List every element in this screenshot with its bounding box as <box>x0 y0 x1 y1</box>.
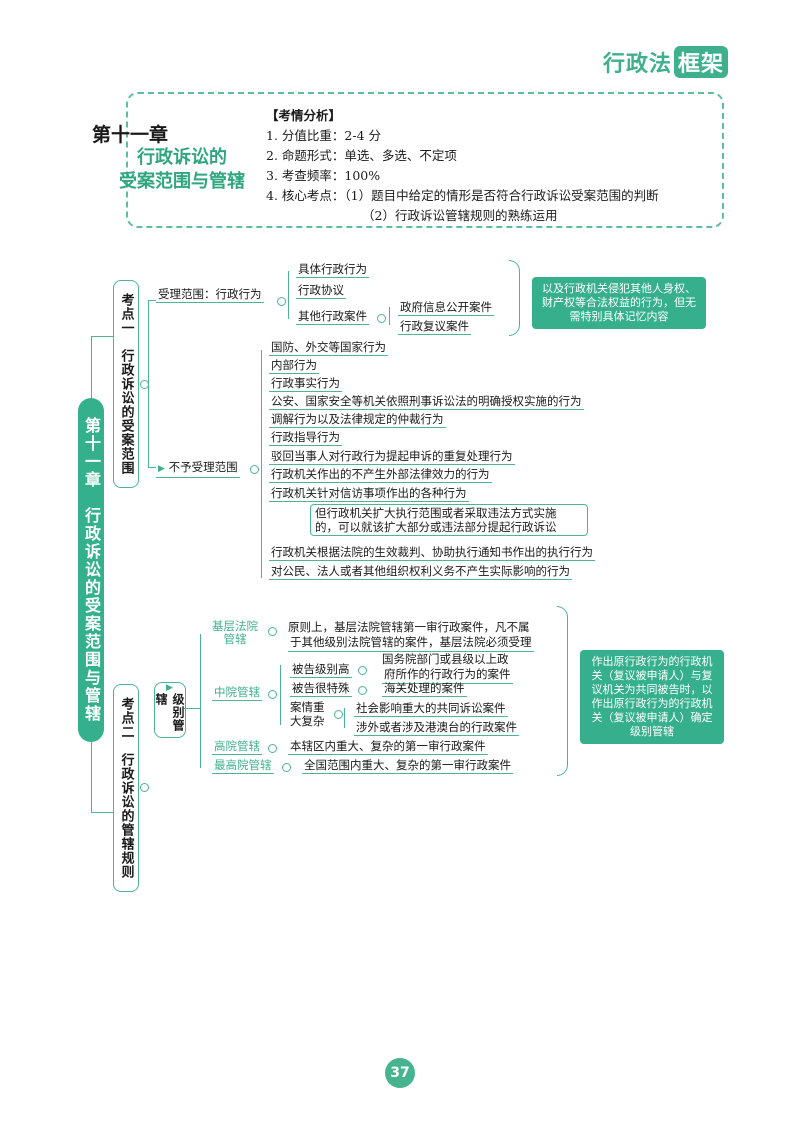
collapse-icon[interactable] <box>250 465 259 474</box>
collapse-icon[interactable] <box>268 627 277 636</box>
reject-item: 对公民、法人或者其他组织权利义务不产生实际影响的行为 <box>269 564 572 580</box>
accept-note: 以及行政机关侵犯其他人身权、财产权等合法权益的行为，但无需特别具体记忆内容 <box>532 277 706 329</box>
brand-box: 框架 <box>673 46 728 78</box>
page-number: 37 <box>385 1058 415 1088</box>
collapse-icon[interactable] <box>377 314 386 323</box>
collapse-icon[interactable] <box>268 690 277 699</box>
chapter-title-line-2: 受案范围与管辖 <box>119 171 245 192</box>
flag-icon: ▶ <box>158 464 165 474</box>
reject-exception-note: 但行政机关扩大执行范围或者采取违法方式实施 的，可以就该扩大部分或违法部分提起行… <box>310 504 588 536</box>
basic-court-text: 原则上，基层法院管辖第一审行政案件，凡不属 于其他级别法院管辖的案件，基层法院必… <box>288 620 534 652</box>
accept-item: 具体行政行为 <box>296 262 369 278</box>
complex-case-node: 案情重 大复杂 <box>290 700 325 728</box>
brace <box>557 606 568 776</box>
reject-item: 调解行为以及法律规定的仲裁行为 <box>269 412 446 428</box>
connector <box>148 467 156 469</box>
exception-line-1: 但行政机关扩大执行范围或者采取违法方式实施 <box>315 506 557 520</box>
collapse-icon[interactable] <box>282 763 291 772</box>
analysis-frame <box>126 92 724 228</box>
reject-item: 行政机关作出的不产生外部法律效力的行为 <box>269 467 492 483</box>
connector <box>91 336 113 338</box>
exception-line-2: 的，可以就该扩大部分或违法部分提起行政诉讼 <box>315 520 557 534</box>
basic-court-text-2: 于其他级别法院管辖的案件，基层法院必须受理 <box>288 635 534 652</box>
accept-subitem: 政府信息公开案件 <box>398 300 494 316</box>
basic-court-label: 基层法院 管辖 <box>212 620 258 646</box>
basic-court-text-1: 原则上，基层法院管辖第一审行政案件，凡不属 <box>288 620 530 634</box>
level-jurisdiction-label: 级别管辖 <box>154 693 185 732</box>
analysis-item: 3. 考查频率：100% <box>266 168 381 183</box>
defendant-high-node: 被告级别高 <box>290 662 352 678</box>
point-2-box: 考点二 行政诉讼的管辖规则 <box>113 684 139 892</box>
chapter-title-line-1: 行政诉讼的 <box>137 147 227 168</box>
collapse-icon[interactable] <box>277 297 286 306</box>
reject-item: 公安、国家安全等机关依照刑事诉讼法的明确授权实施的行为 <box>269 394 584 410</box>
reject-item: 内部行为 <box>269 358 319 374</box>
collapse-icon[interactable] <box>268 744 277 753</box>
connector <box>91 336 93 398</box>
analysis-item: （2）行政诉讼管辖规则的熟练运用 <box>362 208 558 223</box>
analysis-item: 4. 核心考点：（1）题目中给定的情形是否符合行政诉讼受案范围的判断 <box>266 188 659 203</box>
accept-item: 其他行政案件 <box>296 309 369 325</box>
supreme-court-label: 最高院管辖 <box>212 758 274 774</box>
defendant-special-node: 被告很特殊 <box>290 681 352 697</box>
middle-court-label: 中院管辖 <box>212 685 262 701</box>
basic-court-line-1: 基层法院 <box>212 619 258 633</box>
accept-subitem: 行政复议案件 <box>398 319 471 335</box>
point-1-box: 考点一 行政诉讼的受案范围 <box>113 280 139 488</box>
brand-text: 行政法 <box>602 52 672 77</box>
collapse-icon[interactable] <box>140 783 149 792</box>
connector <box>91 812 113 814</box>
collapse-icon[interactable] <box>358 686 367 695</box>
complex-item: 涉外或者涉及港澳台的行政案件 <box>354 720 519 736</box>
high-court-text: 本辖区内重大、复杂的第一审行政案件 <box>288 739 488 755</box>
brand-logo: 行政法框架 <box>603 46 728 78</box>
reject-item: 行政指导行为 <box>269 430 342 446</box>
connector <box>148 300 150 468</box>
defendant-special-text: 海关处理的案件 <box>382 681 467 697</box>
defendant-high-text-1: 国务院部门或县级以上政 <box>382 652 509 666</box>
connector <box>261 350 263 578</box>
reject-item: 行政机关针对信访事项作出的各种行为 <box>269 486 469 502</box>
connector <box>148 300 156 302</box>
analysis-item: 2. 命题形式：单选、多选、不定项 <box>266 148 457 163</box>
basic-court-line-2: 管辖 <box>223 632 247 646</box>
connector <box>389 307 391 325</box>
connector <box>288 271 290 319</box>
reject-item: 驳回当事人对行政行为提起申诉的重复处理行为 <box>269 449 515 465</box>
connector <box>91 742 93 812</box>
connector <box>280 665 282 725</box>
accept-item: 行政协议 <box>296 283 346 299</box>
page-bottom <box>0 1110 800 1124</box>
defendant-high-text: 国务院部门或县级以上政 府所作的行政行为的案件 <box>382 652 513 684</box>
reject-item: 行政机关根据法院的生效裁判、协助执行通知书作出的执行行为 <box>269 545 595 561</box>
brace <box>509 260 520 336</box>
exam-analysis: 【考情分析】 1. 分值比重：2-4 分 2. 命题形式：单选、多选、不定项 3… <box>266 106 659 226</box>
complex-line-2: 大复杂 <box>290 714 325 728</box>
analysis-heading: 【考情分析】 <box>266 108 342 123</box>
analysis-item: 1. 分值比重：2-4 分 <box>266 128 382 143</box>
supreme-court-text: 全国范围内重大、复杂的第一审行政案件 <box>302 758 513 774</box>
connector <box>344 708 346 728</box>
chapter-number: 第十一章 <box>92 124 169 146</box>
chapter-side-bar: 第十一章 行政诉讼的受案范围与管辖 <box>78 398 104 742</box>
level-jurisdiction-node: ▶级别管辖 <box>154 682 186 738</box>
chapter-title: 行政诉讼的 受案范围与管辖 <box>112 146 252 194</box>
accept-scope-node: 受理范围：行政行为 <box>156 287 264 303</box>
defendant-high-text-2: 府所作的行政行为的案件 <box>382 667 513 684</box>
flag-icon: ▶ <box>166 683 174 693</box>
reject-scope-label: 不予受理范围 <box>168 460 238 474</box>
high-court-label: 高院管辖 <box>212 739 262 755</box>
connector <box>200 634 202 768</box>
reject-scope-node: ▶ 不予受理范围 <box>156 460 240 478</box>
collapse-icon[interactable] <box>358 666 367 675</box>
reject-item: 行政事实行为 <box>269 376 342 392</box>
complex-item: 社会影响重大的共同诉讼案件 <box>354 701 508 717</box>
level-note: 作出原行政行为的行政机关（复议被申请人）与复议机关为共同被告时，以作出原行政行为… <box>580 650 724 744</box>
connector <box>184 708 200 710</box>
reject-item: 国防、外交等国家行为 <box>269 340 388 356</box>
collapse-icon[interactable] <box>334 710 343 719</box>
complex-line-1: 案情重 <box>290 700 325 714</box>
